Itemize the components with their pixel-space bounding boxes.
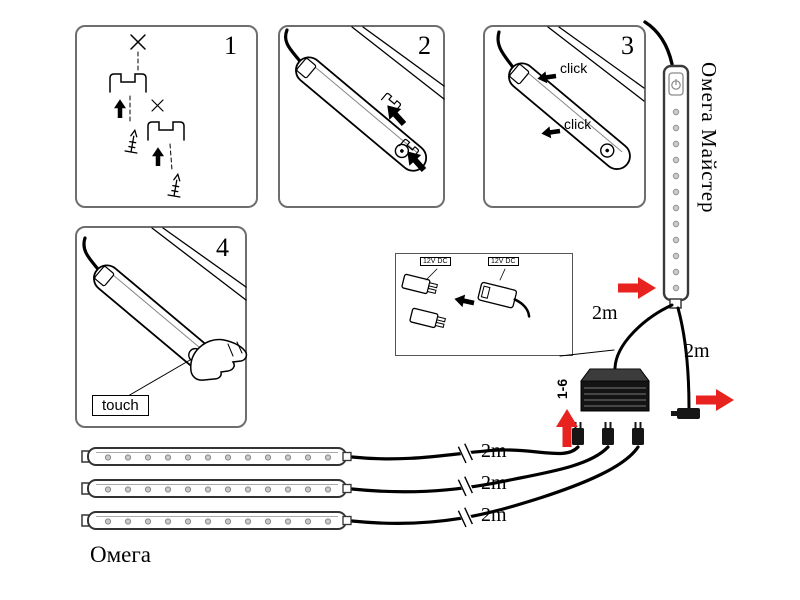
- tag-leader-line: [425, 268, 506, 281]
- omega-strip-1: [81, 447, 352, 466]
- distributor-top-face: [580, 368, 650, 382]
- plug-male-icon: [409, 307, 446, 329]
- hand-icon: [190, 338, 248, 381]
- cable-length-strip3: 2m: [481, 504, 507, 526]
- step-1-number: 1: [224, 31, 237, 60]
- wiring-illustration: [556, 277, 734, 447]
- power-cable: [82, 236, 99, 270]
- red-arrow-lead-icon: [696, 389, 734, 411]
- distributor-ribs: [584, 387, 646, 407]
- cable-length-master-lead: 2m: [684, 340, 710, 362]
- cable-length-strip1: 2m: [481, 440, 507, 462]
- click-label-bottom: click: [564, 116, 592, 132]
- cable-break-icon: [457, 506, 475, 528]
- omega-strip-label: Омега: [90, 542, 152, 567]
- master-bottom-connector: [669, 298, 682, 309]
- step1-illustration: [109, 34, 185, 198]
- shelf-edge-lines: [351, 26, 445, 100]
- master-strip-body: [662, 64, 690, 302]
- voltage-tag-right: 12V DC: [488, 257, 519, 266]
- cable-break-icon: [457, 475, 475, 497]
- inset-pointer-line: [559, 349, 615, 357]
- cable-break-icon: [457, 442, 475, 464]
- step-3-number: 3: [621, 31, 634, 60]
- master-strip-label: Омега Майстер: [697, 62, 721, 214]
- cable-length-master-feed: 2m: [592, 302, 618, 324]
- master-top-cable: [643, 20, 674, 66]
- red-arrow-master-icon: [618, 277, 656, 299]
- step4-illustration: [82, 227, 248, 397]
- power-cable: [284, 28, 301, 62]
- step2-illustration: [284, 26, 445, 176]
- power-cable: [496, 30, 514, 68]
- guide-dashed-line: [169, 143, 173, 171]
- omega-strip-3: [81, 511, 352, 530]
- master-lead-cable: [676, 306, 691, 410]
- socket-female-icon: [477, 281, 531, 318]
- connector-detail-inset: [395, 253, 573, 356]
- master-strip-illustration: [643, 20, 690, 309]
- step-4-number: 4: [216, 233, 229, 262]
- distributor-connector: [602, 422, 614, 445]
- step-2-number: 2: [418, 31, 431, 60]
- master-lead-connector: [671, 408, 700, 419]
- light-fixture: [295, 56, 428, 172]
- strip2-cable: [350, 445, 610, 494]
- plug-male-icon: [401, 273, 438, 295]
- touch-label: touch: [92, 395, 149, 416]
- strip3-cable: [350, 445, 640, 525]
- light-fixture: [508, 62, 631, 170]
- distributor-ports-label: 1-6: [554, 378, 571, 400]
- cross-mark-icon: [151, 99, 164, 112]
- distributor-connector: [632, 422, 644, 445]
- finger-lines: [227, 341, 243, 357]
- strip1-cable: [350, 445, 580, 461]
- cable-length-strip2: 2m: [481, 472, 507, 494]
- step-1-panel: [75, 25, 258, 208]
- distributor-to-master-cable: [613, 303, 674, 370]
- mounting-clip-icon: [109, 73, 147, 93]
- click-arrow-icon: [540, 125, 561, 140]
- cable-break-marks: [457, 442, 475, 528]
- omega-strip-2: [81, 479, 352, 498]
- mounting-clip-icon: [147, 121, 185, 141]
- screw-icon: [167, 172, 185, 198]
- strip-cables: [350, 445, 640, 525]
- shelf-edge-lines: [151, 227, 247, 301]
- connector-inset-illustration: [401, 268, 615, 357]
- push-arrow-icon: [152, 147, 164, 166]
- voltage-tag-left: 12V DC: [420, 257, 451, 266]
- touch-leader-line: [127, 359, 191, 397]
- cross-mark-icon: [130, 34, 146, 50]
- push-arrow-icon: [114, 99, 126, 118]
- step3-illustration: [496, 26, 645, 170]
- insert-arrow-icon: [453, 292, 476, 310]
- master-led-dots: [672, 108, 680, 292]
- screw-icon: [124, 128, 142, 154]
- click-label-top: click: [560, 60, 588, 76]
- shelf-edge-lines: [547, 26, 645, 102]
